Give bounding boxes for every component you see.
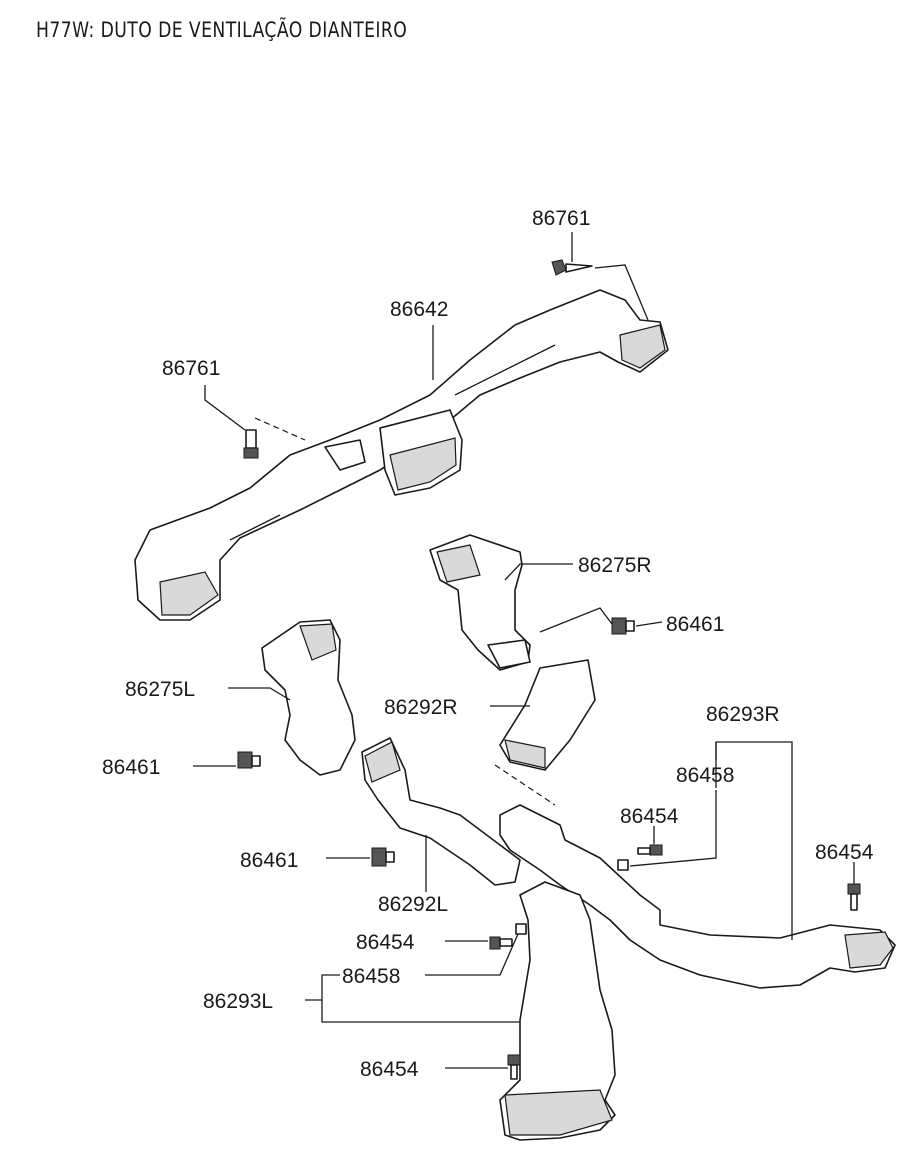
clip-86458-right[interactable] (617, 859, 629, 871)
duct-86275L[interactable] (261, 619, 356, 776)
duct-86293L[interactable] (499, 881, 616, 1141)
label-86461-left: 86461 (102, 756, 160, 779)
label-86275L: 86275L (125, 678, 195, 701)
alignment-line-2 (494, 764, 556, 806)
clip-86461-center[interactable] (371, 847, 395, 867)
main-duct-86642[interactable] (134, 289, 669, 621)
screw-86761-top[interactable] (551, 259, 593, 276)
label-86461-center: 86461 (240, 849, 298, 872)
label-86761-left: 86761 (162, 357, 220, 380)
bolt-86454-left-2[interactable] (507, 1054, 521, 1080)
label-86454-right-2: 86454 (815, 841, 874, 864)
label-86275R: 86275R (578, 554, 652, 577)
page-title: H77W: DUTO DE VENTILAÇÃO DIANTEIRO (36, 18, 408, 42)
label-86454-left-2: 86454 (360, 1058, 419, 1081)
leader-lines (193, 232, 855, 1069)
duct-86292L[interactable] (361, 737, 521, 886)
label-86761-top: 86761 (532, 207, 590, 230)
label-86458-right: 86458 (676, 764, 734, 787)
clip-86461-left[interactable] (237, 751, 261, 769)
duct-86275R[interactable] (429, 534, 531, 671)
duct-86292R[interactable] (499, 659, 596, 771)
label-86292R: 86292R (384, 696, 458, 719)
label-86292L: 86292L (378, 893, 448, 916)
clip-86461-right[interactable] (611, 617, 635, 635)
bolt-86454-right-2[interactable] (847, 883, 861, 911)
label-86293R: 86293R (706, 703, 780, 726)
bolt-86454-right-1[interactable] (637, 844, 663, 856)
label-86293L: 86293L (203, 990, 273, 1013)
clip-86458-left[interactable] (515, 923, 527, 935)
label-86461-right: 86461 (666, 613, 724, 636)
alignment-line-1 (254, 417, 306, 441)
bolt-86454-left-1[interactable] (489, 936, 513, 950)
screw-86761-left[interactable] (243, 429, 259, 459)
label-86454-right-1: 86454 (620, 805, 679, 828)
label-86454-left-1: 86454 (356, 931, 415, 954)
label-86642: 86642 (390, 298, 448, 321)
label-86458-left: 86458 (342, 965, 400, 988)
